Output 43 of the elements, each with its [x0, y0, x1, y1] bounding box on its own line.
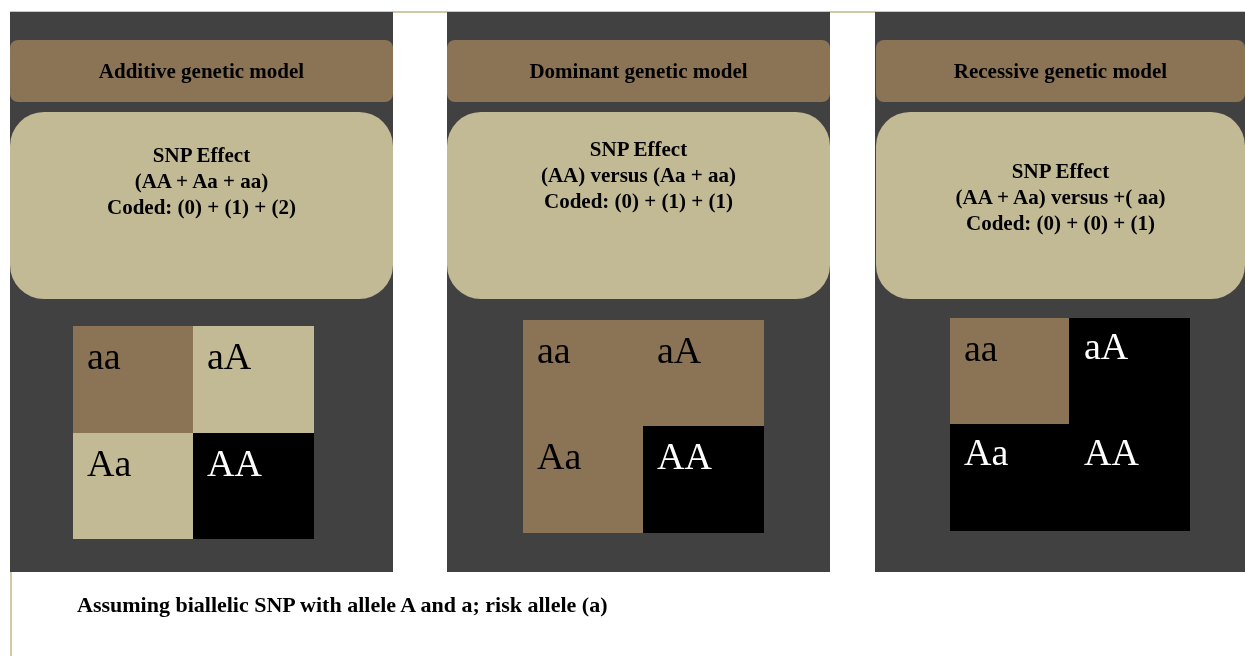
- genotype-cell: [73, 433, 193, 539]
- genotype-region: [950, 318, 1190, 531]
- genotype-label: Aa: [537, 434, 582, 478]
- effect-box: [447, 112, 830, 299]
- genotype-cell: [73, 326, 193, 433]
- heading-text: Recessive genetic model: [953, 58, 1168, 84]
- heading-bar: [10, 40, 393, 102]
- genotype-label: aA: [657, 328, 702, 372]
- model-panel: [875, 12, 1245, 572]
- model-panel: [10, 12, 393, 572]
- genotype-label: AA: [1084, 430, 1139, 474]
- effect-text: SNP Effect: [1011, 158, 1110, 184]
- genotype-label: AA: [657, 434, 712, 478]
- genotype-label: aa: [964, 326, 998, 370]
- effect-text: Coded: (0) + (0) + (1): [966, 210, 1155, 236]
- genotype-cell: [523, 426, 643, 533]
- genotype-cell: [643, 426, 764, 533]
- effect-box: [10, 112, 393, 299]
- effect-text: (AA + Aa + aa): [134, 168, 269, 194]
- effect-text: Coded: (0) + (1) + (2): [107, 194, 296, 220]
- heading-bar: [447, 40, 830, 102]
- heading-text: Dominant genetic model: [529, 58, 748, 84]
- genotype-label: aa: [87, 334, 121, 378]
- genotype-label: aA: [1084, 324, 1129, 368]
- genotype-label: Aa: [87, 441, 132, 485]
- genotype-label: aA: [207, 334, 252, 378]
- effect-text: (AA + Aa) versus +( aa): [955, 184, 1166, 210]
- heading-text: Additive genetic model: [98, 58, 305, 84]
- heading-bar: [876, 40, 1245, 102]
- genotype-cell: [193, 326, 314, 433]
- genotype-label: Aa: [964, 430, 1009, 474]
- genotype-cell: [523, 320, 764, 426]
- caption-text: Assuming biallelic SNP with allele A and a; risk allele (a): [77, 592, 608, 618]
- genotype-cell: [950, 318, 1069, 424]
- model-panel: [447, 12, 830, 572]
- genotype-label: AA: [207, 441, 262, 485]
- genotype-label: aa: [537, 328, 571, 372]
- effect-text: SNP Effect: [152, 142, 251, 168]
- effect-text: Coded: (0) + (1) + (1): [544, 188, 733, 214]
- genotype-cell: [193, 433, 314, 539]
- effect-text: (AA) versus (Aa + aa): [540, 162, 737, 188]
- effect-box: [876, 112, 1245, 299]
- effect-text: SNP Effect: [589, 136, 688, 162]
